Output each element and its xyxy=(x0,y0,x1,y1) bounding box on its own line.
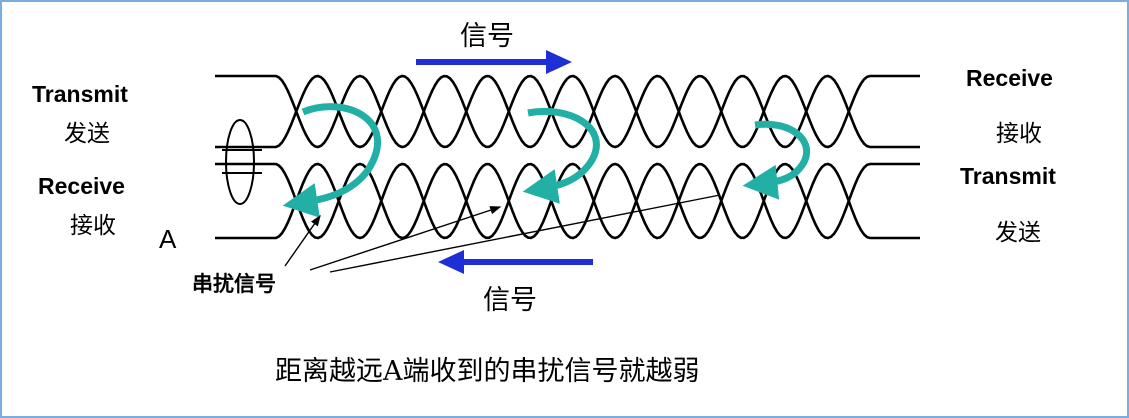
signal-label-top: 信号 xyxy=(460,21,514,52)
crosstalk-arrow-far xyxy=(742,120,810,200)
crosstalk-pointer-lines xyxy=(284,194,721,273)
twisted-pair-top xyxy=(215,74,920,149)
crosstalk-arrow-middle xyxy=(522,107,600,204)
right-bottom-label-cn: 发送 xyxy=(995,220,1041,246)
left-top-label-en: Transmit xyxy=(32,81,128,107)
signal-arrow-right xyxy=(416,50,572,74)
caption: 距离越远A端收到的串扰信号就越弱 xyxy=(275,356,700,387)
cable-bundle-ellipse xyxy=(225,119,255,205)
twisted-pair-bottom xyxy=(215,162,920,240)
left-bottom-label-cn: 接收 xyxy=(70,213,116,239)
point-a-label: A xyxy=(159,224,177,254)
left-bottom-label-en: Receive xyxy=(38,173,125,199)
right-bottom-label-en: Transmit xyxy=(960,163,1056,189)
crosstalk-arrow-near xyxy=(282,103,381,218)
wire-bottom-a xyxy=(215,162,920,240)
wire-top-a xyxy=(215,74,920,149)
right-top-label-cn: 接收 xyxy=(996,121,1042,147)
right-top-label-en: Receive xyxy=(966,65,1053,91)
wire-top-b xyxy=(215,74,920,149)
signal-label-bottom: 信号 xyxy=(483,285,537,316)
signal-arrow-left xyxy=(438,250,593,274)
crosstalk-label: 串扰信号 xyxy=(192,272,276,296)
left-top-label-cn: 发送 xyxy=(64,121,110,147)
wire-bottom-b xyxy=(215,162,920,240)
